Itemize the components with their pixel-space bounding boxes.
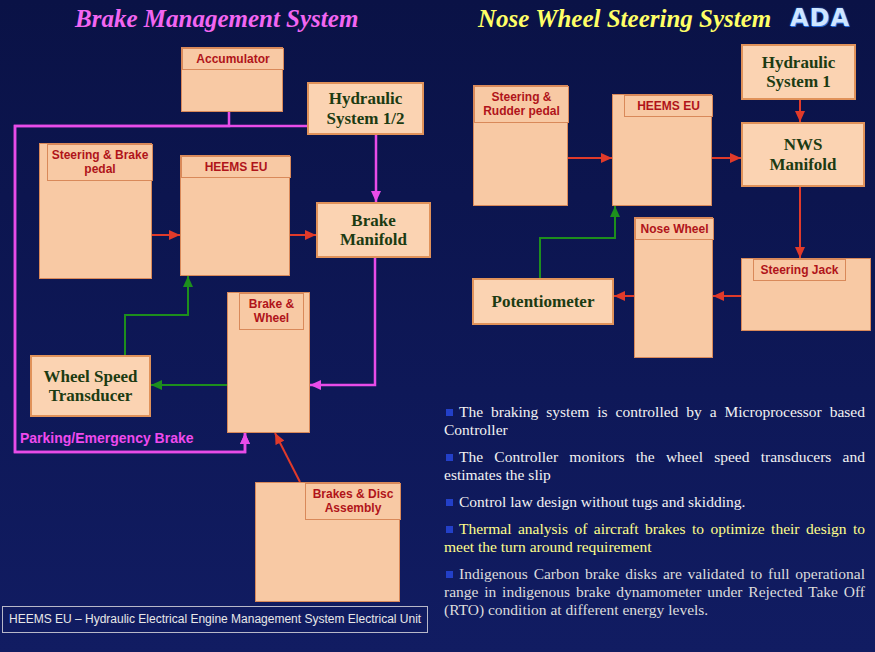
connector [310, 258, 375, 385]
box-text: Hydraulic System 1/2 [315, 89, 416, 127]
picture-node: Nose Wheel [634, 217, 713, 358]
picture-node: Steering & Brake pedal [39, 143, 152, 279]
bullet-text: Indigenous Carbon brake disks are valida… [444, 565, 865, 619]
connector [799, 100, 801, 122]
connector [712, 157, 741, 159]
connector [799, 187, 801, 258]
picture-label: Nose Wheel [635, 218, 714, 240]
connector [375, 135, 378, 202]
connector [151, 384, 227, 386]
picture-node: HEEMS EU [180, 155, 290, 276]
process-box: Potentiometer [472, 278, 614, 325]
picture-label: Brakes & Disc Assembly [305, 483, 401, 520]
box-text: HEEMS EU – Hydraulic Electrical Engine M… [9, 607, 421, 632]
logo-text: ADA [790, 6, 850, 30]
picture-label: Steering & Brake pedal [47, 144, 153, 181]
picture-label: Steering Jack [753, 259, 846, 281]
box-text: Potentiometer [492, 292, 595, 311]
bullet-text: Thermal analysis of aircraft brakes to o… [444, 520, 865, 556]
connector [152, 234, 180, 236]
slide-title: Brake Management System [75, 4, 358, 34]
box-text: Wheel Speed Transducer [38, 367, 143, 405]
slide-title: Nose Wheel Steering System [478, 4, 771, 34]
bullet-text: The braking system is controlled by a Mi… [444, 403, 865, 439]
picture-node: HEEMS EU [612, 94, 712, 206]
picture-node: Steering & Rudder pedal [473, 85, 568, 206]
picture-label: Steering & Rudder pedal [474, 86, 569, 123]
footnote-box: HEEMS EU – Hydraulic Electrical Engine M… [2, 606, 428, 633]
bullet-marker [446, 526, 453, 533]
picture-label: Brake & Wheel [239, 293, 304, 330]
process-box: Brake Manifold [316, 202, 431, 258]
connector [713, 295, 741, 297]
picture-node: Brake & Wheel [227, 292, 310, 433]
bullet-marker [446, 454, 453, 461]
bullet-marker [446, 499, 453, 506]
connector [614, 295, 634, 297]
bullet-text: Control law design without tugs and skid… [444, 493, 865, 511]
process-box: Hydraulic System 1/2 [307, 82, 424, 135]
process-box: Hydraulic System 1 [741, 44, 856, 100]
connector [290, 234, 316, 236]
box-text: Brake Manifold [324, 211, 423, 249]
connector-label: Parking/Emergency Brake [20, 430, 194, 446]
box-text: NWS Manifold [749, 135, 857, 173]
bullet-text: The Controller monitors the wheel speed … [444, 448, 865, 484]
picture-label: Accumulator [182, 48, 284, 70]
connector [568, 157, 612, 159]
connector [125, 276, 188, 355]
bullet-marker [446, 571, 453, 578]
process-box: NWS Manifold [741, 122, 865, 187]
picture-node: Brakes & Disc Assembly [255, 482, 400, 602]
connector [540, 206, 615, 278]
picture-node: Steering Jack [741, 258, 871, 331]
box-text: Hydraulic System 1 [749, 53, 848, 91]
picture-label: HEEMS EU [624, 95, 713, 117]
bullet-marker [446, 409, 453, 416]
connector [275, 433, 300, 482]
picture-node: Accumulator [181, 47, 283, 112]
picture-label: HEEMS EU [181, 156, 291, 178]
process-box: Wheel Speed Transducer [30, 355, 151, 417]
